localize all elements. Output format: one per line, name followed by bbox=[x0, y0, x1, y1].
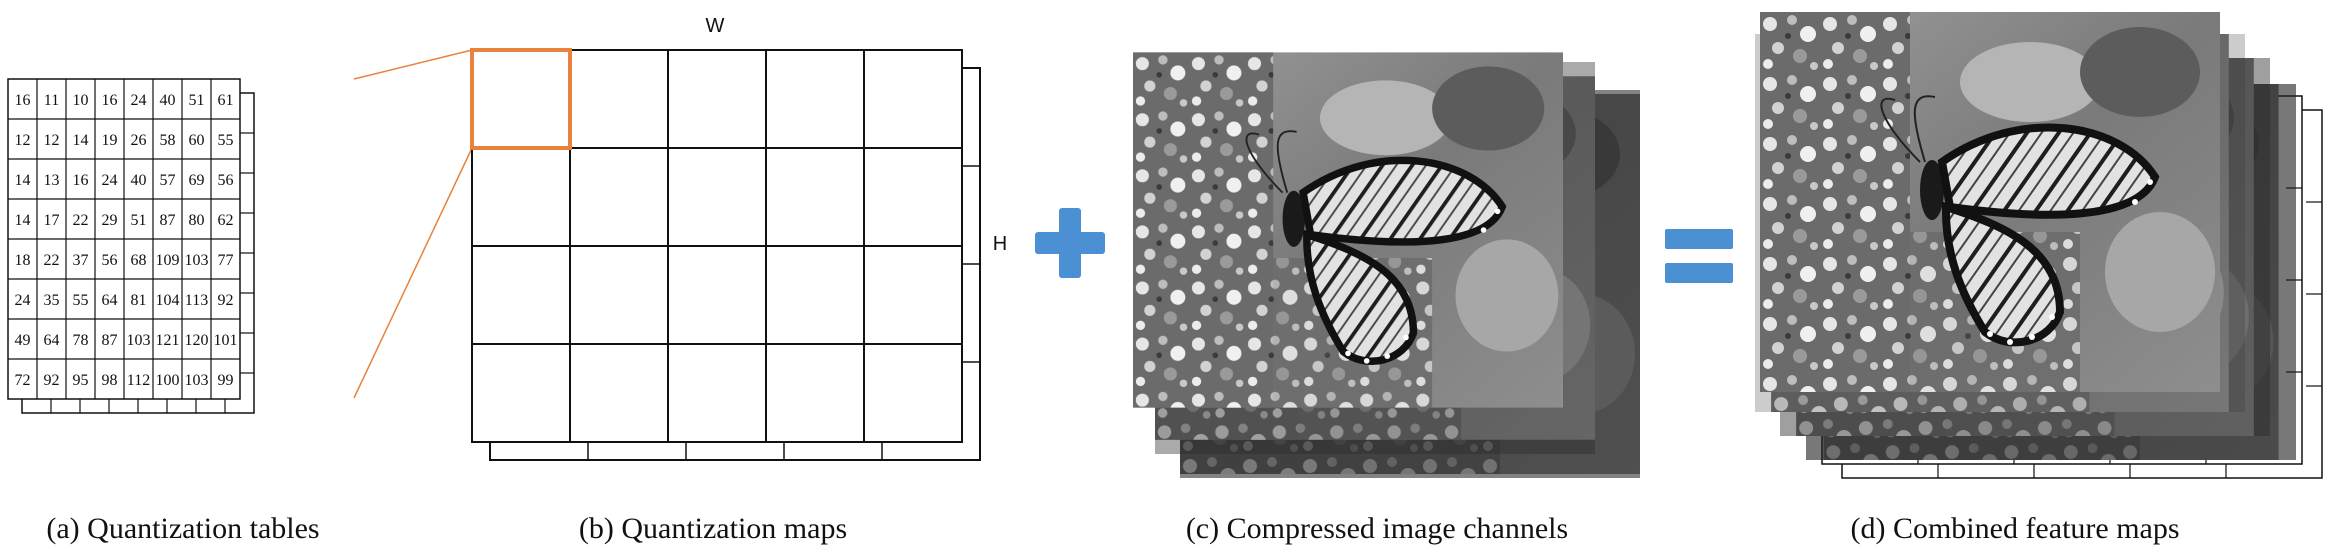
caption-quantization-maps: (b) Quantization maps bbox=[579, 512, 847, 545]
table-cell: 109 bbox=[156, 252, 180, 269]
table-cell: 58 bbox=[160, 132, 176, 149]
width-label: W bbox=[706, 15, 725, 37]
map-depth-frame bbox=[489, 67, 981, 461]
table-cell: 112 bbox=[127, 372, 150, 389]
table-cell: 55 bbox=[73, 292, 89, 309]
table-cell: 10 bbox=[73, 92, 89, 109]
table-cell: 103 bbox=[185, 252, 209, 269]
table-cell: 78 bbox=[73, 332, 89, 349]
caption-combined-feature-maps: (d) Combined feature maps bbox=[1850, 512, 2179, 545]
table-cell: 49 bbox=[15, 332, 31, 349]
quantization-table: 16 11 10 16 24 40 51 61 12 12 14 19 26 58 60 55 14 13 16 24… bbox=[7, 78, 255, 414]
table-cell: 24 bbox=[131, 92, 147, 109]
table-cell: 64 bbox=[44, 332, 60, 349]
table-cell: 40 bbox=[160, 92, 176, 109]
table-cell: 104 bbox=[156, 292, 180, 309]
table-cell: 40 bbox=[131, 172, 147, 189]
table-cell: 19 bbox=[102, 132, 118, 149]
table-cell: 57 bbox=[160, 172, 176, 189]
table-cell: 103 bbox=[185, 372, 209, 389]
table-cell: 95 bbox=[73, 372, 89, 389]
table-cell: 12 bbox=[44, 132, 60, 149]
table-cell: 62 bbox=[218, 212, 234, 229]
highlighted-map-cell bbox=[470, 48, 572, 150]
table-cell: 113 bbox=[185, 292, 208, 309]
table-cell: 61 bbox=[218, 92, 234, 109]
table-cell: 100 bbox=[156, 372, 180, 389]
table-cell: 11 bbox=[44, 92, 59, 109]
table-cell: 29 bbox=[102, 212, 118, 229]
equals-icon bbox=[1665, 229, 1733, 283]
table-cell: 69 bbox=[189, 172, 205, 189]
table-cell: 51 bbox=[189, 92, 205, 109]
table-cell: 26 bbox=[131, 132, 147, 149]
image-channel-front bbox=[1133, 52, 1563, 407]
table-cell: 16 bbox=[73, 172, 89, 189]
table-cell: 103 bbox=[127, 332, 151, 349]
table-cell: 14 bbox=[73, 132, 89, 149]
table-cell: 87 bbox=[102, 332, 118, 349]
table-cell: 18 bbox=[15, 252, 31, 269]
table-cell: 24 bbox=[102, 172, 118, 189]
caption-quantization-tables: (a) Quantization tables bbox=[46, 512, 319, 545]
table-cell: 55 bbox=[218, 132, 234, 149]
feature-channel-0 bbox=[1760, 12, 2220, 392]
table-cell: 92 bbox=[44, 372, 60, 389]
combined-feature-maps bbox=[1755, 12, 2323, 479]
table-cell: 121 bbox=[156, 332, 180, 349]
table-cell: 16 bbox=[15, 92, 31, 109]
table-cell: 35 bbox=[44, 292, 60, 309]
table-cell: 81 bbox=[131, 292, 147, 309]
table-cell: 24 bbox=[15, 292, 31, 309]
table-cell: 16 bbox=[102, 92, 118, 109]
table-cell: 37 bbox=[73, 252, 89, 269]
table-cell: 14 bbox=[15, 172, 31, 189]
table-cell: 80 bbox=[189, 212, 205, 229]
quantization-map bbox=[470, 48, 981, 461]
table-cell: 22 bbox=[73, 212, 89, 229]
table-cell: 64 bbox=[102, 292, 118, 309]
table-cell: 68 bbox=[131, 252, 147, 269]
plus-icon bbox=[1035, 208, 1105, 278]
table-cell: 56 bbox=[218, 172, 234, 189]
table-depth-frame bbox=[21, 92, 255, 414]
table-cell: 22 bbox=[44, 252, 60, 269]
table-cell: 99 bbox=[218, 372, 234, 389]
connector-line-top bbox=[353, 49, 473, 80]
connector-line-bottom bbox=[353, 147, 473, 399]
table-cell: 98 bbox=[102, 372, 118, 389]
table-cell: 51 bbox=[131, 212, 147, 229]
table-cell: 101 bbox=[214, 332, 238, 349]
table-cell: 87 bbox=[160, 212, 176, 229]
caption-compressed-image-channels: (c) Compressed image channels bbox=[1186, 512, 1568, 545]
table-cell: 77 bbox=[218, 252, 234, 269]
table-cell: 14 bbox=[15, 212, 31, 229]
table-cell: 120 bbox=[185, 332, 209, 349]
table-cell: 60 bbox=[189, 132, 205, 149]
table-cell: 92 bbox=[218, 292, 234, 309]
table-cell: 12 bbox=[15, 132, 31, 149]
table-cell: 13 bbox=[44, 172, 60, 189]
table-cell: 72 bbox=[15, 372, 31, 389]
table-cell: 17 bbox=[44, 212, 60, 229]
table-cell: 56 bbox=[102, 252, 118, 269]
height-label: H bbox=[993, 233, 1007, 255]
compressed-image-channels bbox=[1133, 52, 1640, 478]
